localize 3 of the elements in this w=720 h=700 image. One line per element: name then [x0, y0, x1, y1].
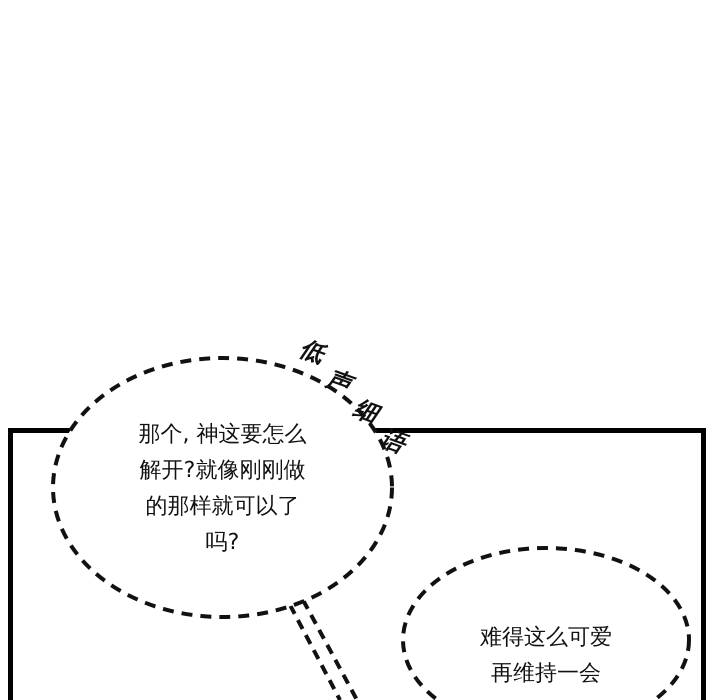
speech-bubble [400, 545, 692, 700]
dialogue-text: 那个, 神这要怎么解开?就像刚刚做的那样就可以了吗? [138, 421, 308, 557]
dialogue-text: 难得这么可爱再维持一会 [479, 624, 613, 688]
